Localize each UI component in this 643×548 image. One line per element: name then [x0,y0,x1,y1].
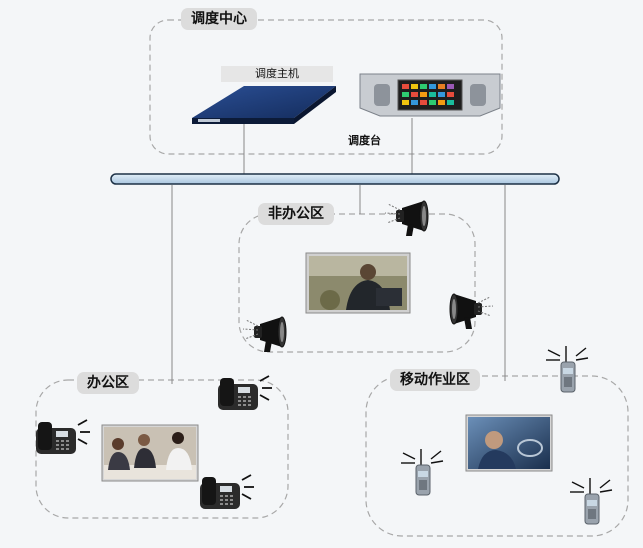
desk-phone-icon [200,474,255,509]
desk-phone-icon [218,375,273,410]
walkie-talkie-icon [546,345,589,393]
office-meeting-image [101,424,199,482]
mobile-worker-image [465,414,553,472]
dispatch-console-icon [359,73,501,117]
mobile-work-zone [365,375,629,537]
walkie-talkie-icon [570,477,613,525]
non-office-zone [238,213,476,353]
dispatch-console-caption: 调度台 [348,134,381,147]
non-office-label: 非办公区 [258,203,334,225]
loudspeaker-icon [242,316,287,353]
desk-phone-icon [36,419,91,454]
loudspeaker-icon [384,200,429,237]
dispatch-center-label: 调度中心 [181,8,257,30]
surveillance-screen-image [305,252,411,314]
office-zone [35,379,289,519]
connection-lines [171,118,506,384]
loudspeaker-icon [449,293,494,330]
office-label: 办公区 [77,372,139,394]
network-backbone [110,173,560,185]
rack-server-icon [192,86,336,124]
walkie-talkie-icon [401,448,444,496]
dispatch-host-caption: 调度主机 [221,66,333,82]
mobile-work-label: 移动作业区 [390,369,480,391]
dispatch-center-zone [149,19,503,155]
